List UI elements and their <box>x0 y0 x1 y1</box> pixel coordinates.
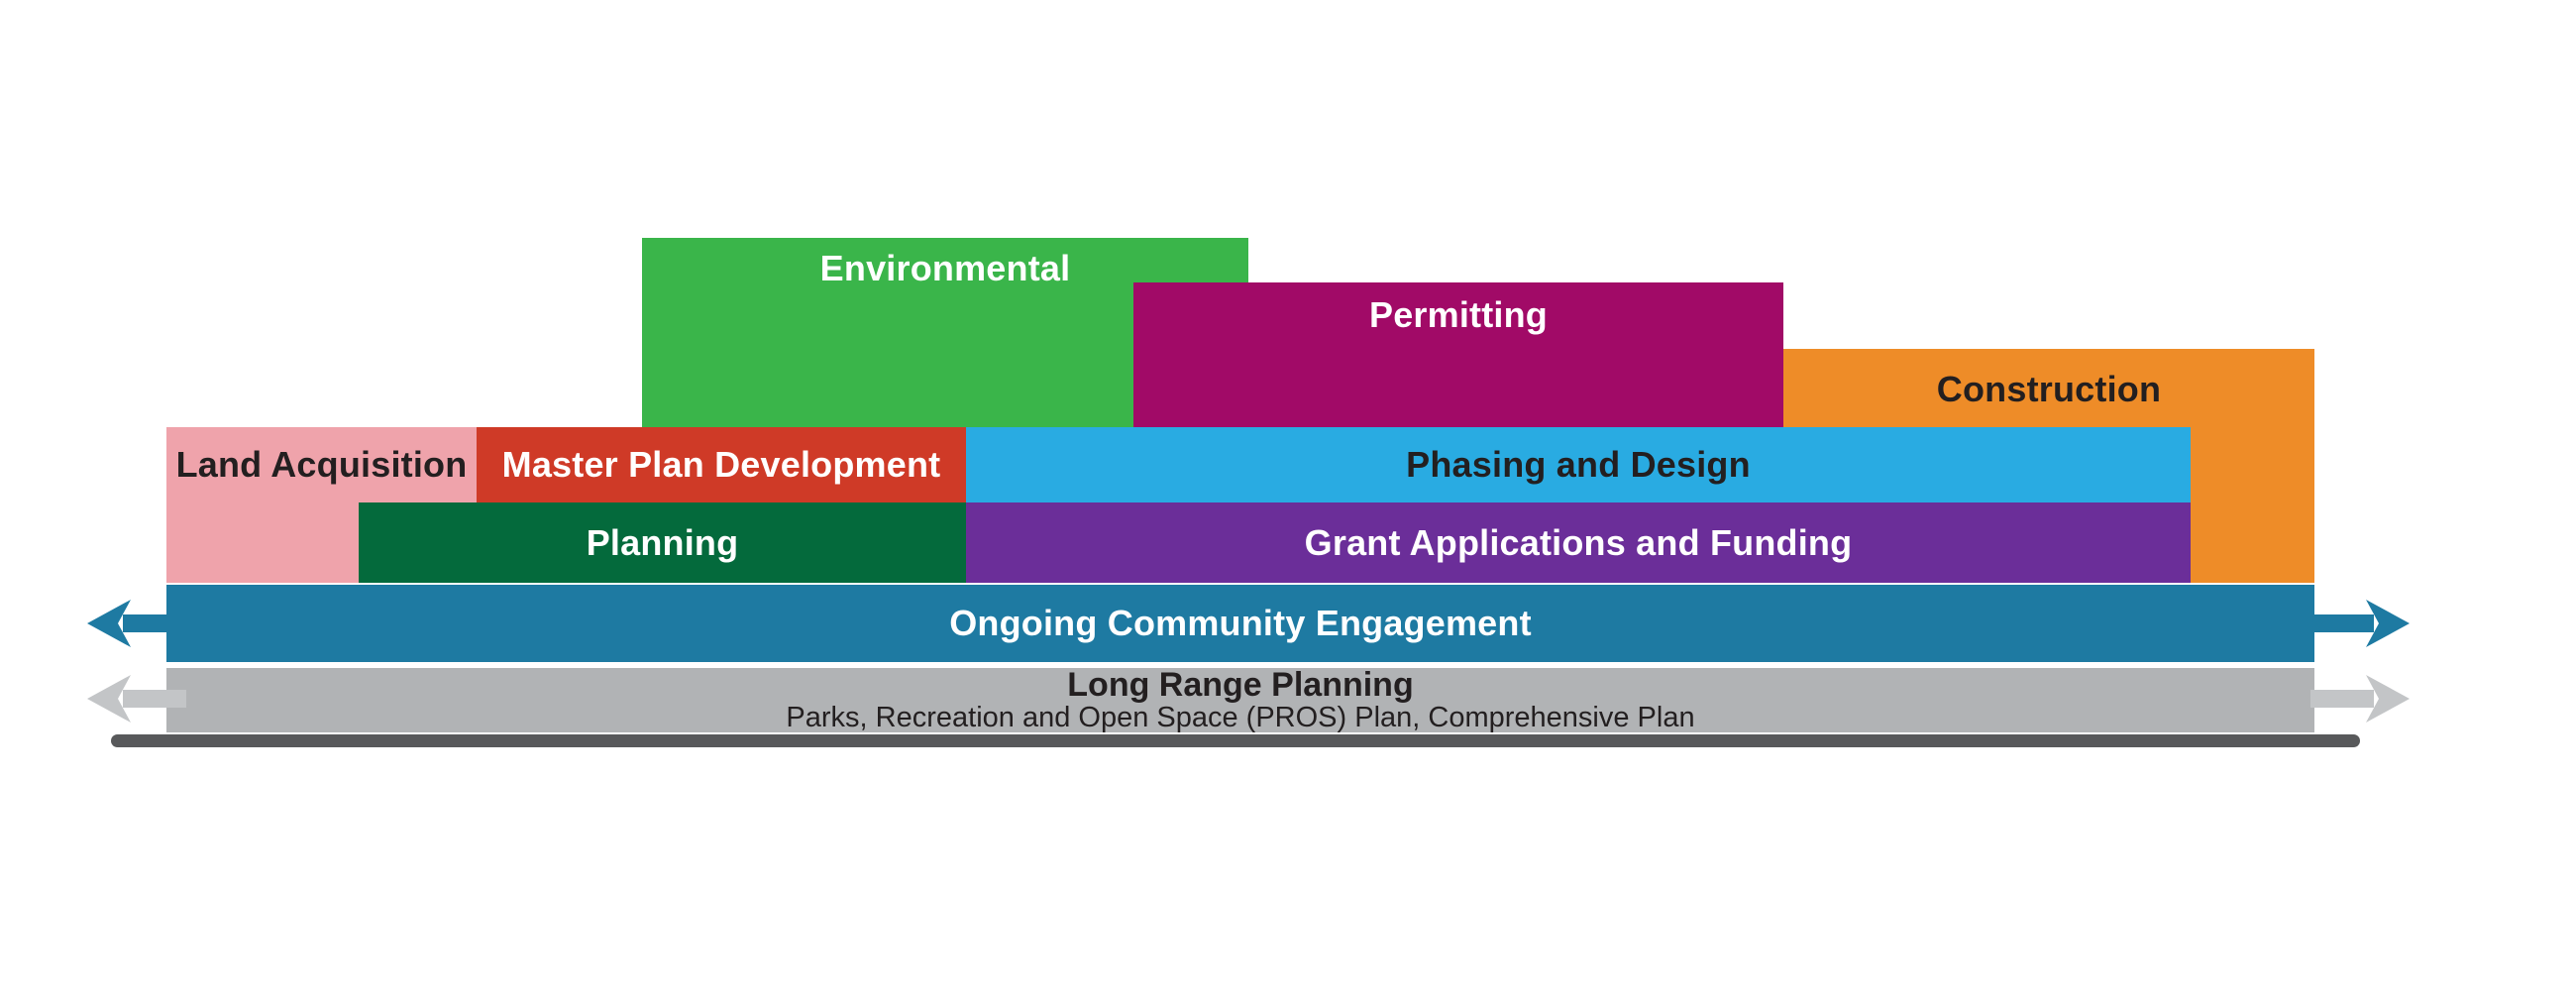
phase-permitting: Permitting <box>1133 282 1783 427</box>
phase-planning: Planning <box>359 502 966 583</box>
phase-planning-label: Planning <box>586 521 739 563</box>
phase-master-plan-development-label: Master Plan Development <box>501 444 941 485</box>
phase-grant-applications-and-funding-label: Grant Applications and Funding <box>1304 521 1853 563</box>
timeline-baseline <box>111 734 2360 747</box>
long-range-planning-bar: Long Range Planning Parks, Recreation an… <box>166 666 2314 733</box>
long-range-planning-subtitle: Parks, Recreation and Open Space (PROS) … <box>786 702 1695 733</box>
arrow-left-gray-icon <box>87 675 186 723</box>
phase-grant-applications-and-funding: Grant Applications and Funding <box>966 502 2191 583</box>
phase-permitting-label: Permitting <box>1368 294 1548 335</box>
arrow-right-gray-icon <box>2310 675 2410 723</box>
ongoing-community-engagement-label: Ongoing Community Engagement <box>949 603 1532 643</box>
long-range-planning-title: Long Range Planning <box>1067 666 1414 704</box>
phase-environmental-label: Environmental <box>819 248 1071 288</box>
phase-phasing-and-design-label: Phasing and Design <box>1406 444 1751 485</box>
phase-phasing-and-design: Phasing and Design <box>966 427 2191 502</box>
arrow-left-teal-icon <box>87 600 186 647</box>
phase-master-plan-development: Master Plan Development <box>477 427 966 502</box>
phase-construction-label: Construction <box>1936 369 2162 409</box>
ongoing-community-engagement-bar: Ongoing Community Engagement <box>166 585 2314 662</box>
arrow-right-teal-icon <box>2310 600 2410 647</box>
phase-land-acquisition-label: Land Acquisition <box>175 444 468 485</box>
